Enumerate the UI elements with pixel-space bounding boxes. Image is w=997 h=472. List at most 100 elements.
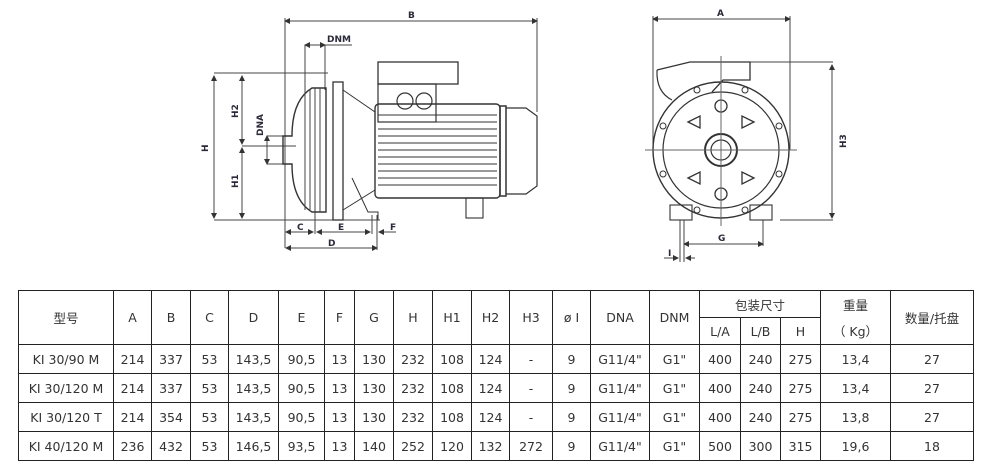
header-weight: 重量	[820, 290, 891, 318]
dim-label-DNM: DNM	[327, 35, 351, 45]
cell-weight: 19,6	[820, 431, 891, 461]
cell-B: 354	[151, 402, 191, 432]
dim-label-H: H	[201, 144, 211, 152]
cell-LA: 400	[699, 373, 741, 403]
cell-H2: 124	[471, 402, 510, 432]
cell-DNM: G1"	[649, 431, 700, 461]
header-E: E	[278, 290, 325, 345]
cell-qty: 27	[890, 344, 974, 374]
cell-oI: 9	[552, 402, 591, 432]
header-H: H	[393, 290, 433, 345]
cell-D: 143,5	[228, 344, 279, 374]
cell-H3: -	[509, 402, 553, 432]
cell-G: 140	[354, 431, 394, 461]
cell-model: KI 30/90 M	[18, 344, 114, 374]
cell-LA: 400	[699, 402, 741, 432]
cell-D: 143,5	[228, 402, 279, 432]
cell-H3: 272	[509, 431, 553, 461]
cell-H3: -	[509, 344, 553, 374]
cell-DNM: G1"	[649, 344, 700, 374]
cell-F: 13	[324, 344, 355, 374]
cell-E: 93,5	[278, 431, 325, 461]
dim-label-G: G	[718, 234, 725, 244]
cell-B: 432	[151, 431, 191, 461]
cell-H2: 132	[471, 431, 510, 461]
cell-C: 53	[190, 402, 229, 432]
spec-table: 型号 A B C D E F G H H1 H2 H3 ø I DNA DNM …	[18, 290, 974, 461]
header-H2: H2	[471, 290, 510, 345]
dim-label-F: F	[390, 223, 396, 233]
header-H1: H1	[432, 290, 472, 345]
cell-H: 232	[393, 402, 433, 432]
cell-C: 53	[190, 431, 229, 461]
dim-label-E: E	[338, 223, 344, 233]
cell-LB: 300	[740, 431, 781, 461]
header-qty: 数量/托盘	[890, 290, 974, 345]
header-G: G	[354, 290, 394, 345]
pump-side-view: B DNM H H2 H1 DNA C E F D	[201, 9, 849, 262]
cell-B: 337	[151, 344, 191, 374]
cell-E: 90,5	[278, 402, 325, 432]
cell-model: KI 30/120 T	[18, 402, 114, 432]
header-C: C	[190, 290, 229, 345]
cell-A: 236	[113, 431, 152, 461]
cell-H3: -	[509, 373, 553, 403]
cell-C: 53	[190, 344, 229, 374]
cell-A: 214	[113, 373, 152, 403]
header-PH: H	[780, 317, 821, 345]
cell-weight: 13,8	[820, 402, 891, 432]
cell-model: KI 30/120 M	[18, 373, 114, 403]
cell-D: 146,5	[228, 431, 279, 461]
cell-E: 90,5	[278, 373, 325, 403]
cell-G: 130	[354, 373, 394, 403]
cell-H1: 108	[432, 344, 472, 374]
cell-H: 232	[393, 373, 433, 403]
cell-oI: 9	[552, 344, 591, 374]
cell-F: 13	[324, 402, 355, 432]
cell-F: 13	[324, 373, 355, 403]
cell-H1: 108	[432, 373, 472, 403]
cell-DNA: G11/4"	[590, 373, 650, 403]
cell-PH: 275	[780, 402, 821, 432]
pump-front-view	[645, 16, 835, 262]
cell-DNM: G1"	[649, 373, 700, 403]
header-DNM: DNM	[649, 290, 700, 345]
dim-label-DNA: DNA	[256, 114, 266, 136]
cell-DNA: G11/4"	[590, 402, 650, 432]
cell-weight: 13,4	[820, 344, 891, 374]
header-LA: L/A	[699, 317, 741, 345]
cell-H2: 124	[471, 373, 510, 403]
cell-model: KI 40/120 M	[18, 431, 114, 461]
header-F: F	[324, 290, 355, 345]
cell-G: 130	[354, 402, 394, 432]
header-D: D	[228, 290, 279, 345]
cell-G: 130	[354, 344, 394, 374]
dim-label-C: C	[297, 223, 304, 233]
cell-PH: 315	[780, 431, 821, 461]
table-header-row: 型号 A B C D E F G H H1 H2 H3 ø I DNA DNM …	[18, 290, 974, 345]
header-model: 型号	[18, 290, 114, 345]
header-A: A	[113, 290, 152, 345]
cell-LB: 240	[740, 402, 781, 432]
cell-qty: 27	[890, 373, 974, 403]
dim-label-H3: H3	[839, 134, 849, 148]
header-weight-unit: （ Kg）	[820, 317, 891, 345]
dim-label-B: B	[408, 11, 415, 21]
cell-oI: 9	[552, 431, 591, 461]
cell-LA: 500	[699, 431, 741, 461]
cell-C: 53	[190, 373, 229, 403]
cell-H2: 124	[471, 344, 510, 374]
cell-DNA: G11/4"	[590, 431, 650, 461]
header-B: B	[151, 290, 191, 345]
dim-label-I: I	[668, 249, 671, 259]
header-DNA: DNA	[590, 290, 650, 345]
header-oI: ø I	[552, 290, 591, 345]
dim-label-H1: H1	[231, 174, 241, 188]
cell-E: 90,5	[278, 344, 325, 374]
cell-A: 214	[113, 344, 152, 374]
cell-D: 143,5	[228, 373, 279, 403]
cell-weight: 13,4	[820, 373, 891, 403]
dim-label-A: A	[717, 9, 724, 19]
